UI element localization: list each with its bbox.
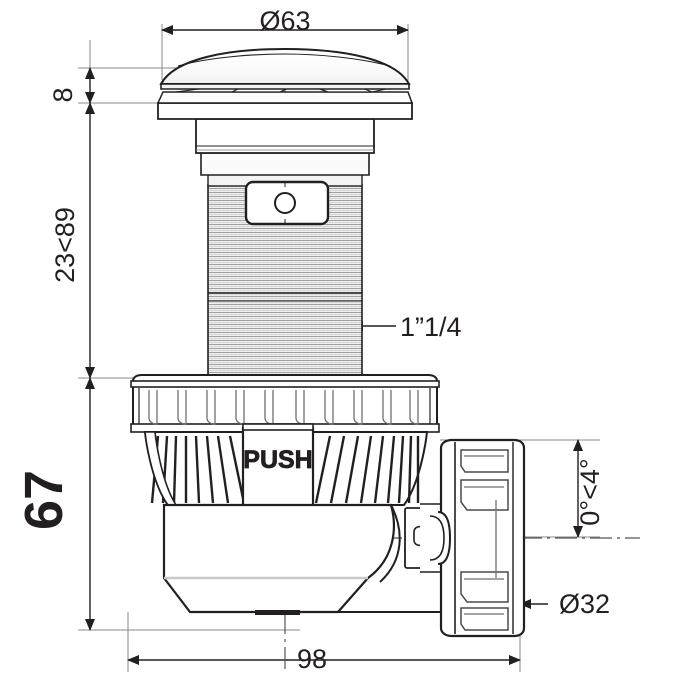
clamp-plate [244,180,330,226]
dim-label-angle: 0°<4° [575,458,605,525]
dim-label-67: 67 [14,470,74,530]
trap-bowl [162,503,440,615]
dim-label-dia63: Ø63 [259,6,310,36]
dim-label-8: 8 [48,87,78,102]
push-button-label: PUSH [243,446,312,474]
dim-label-98: 98 [297,644,327,674]
cap-dome [159,47,411,90]
dim-label-2389: 23<89 [50,207,80,283]
upper-body [195,118,375,176]
push-button[interactable]: PUSH [241,423,315,508]
dim-label-dia32: Ø32 [559,589,610,619]
locking-tab [404,503,442,573]
outlet-nut [429,438,526,638]
dim-label-thread: 1”1/4 [400,312,462,342]
